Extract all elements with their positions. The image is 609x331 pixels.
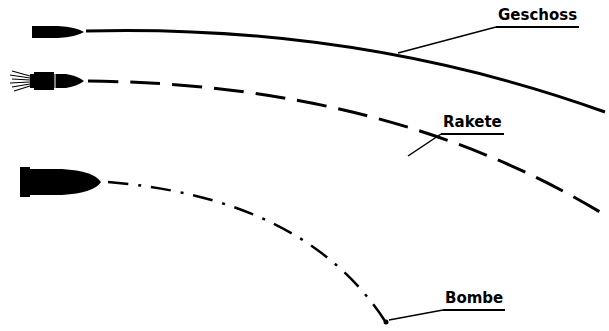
leader-line xyxy=(408,134,441,156)
impact-dot xyxy=(384,320,389,325)
bomb-trajectory xyxy=(108,182,385,321)
trajectory-label: Bombe xyxy=(443,289,505,311)
bomb-shape xyxy=(20,167,101,197)
trajectory-label: Geschoss xyxy=(496,6,579,28)
trajectory-label: Rakete xyxy=(441,113,504,135)
leader-line xyxy=(389,310,443,320)
rocket-shape xyxy=(10,71,84,91)
rocket-trajectory xyxy=(88,81,605,215)
bullet-trajectory xyxy=(86,30,605,112)
bullet-shape xyxy=(32,26,84,38)
leader-line xyxy=(398,27,496,53)
